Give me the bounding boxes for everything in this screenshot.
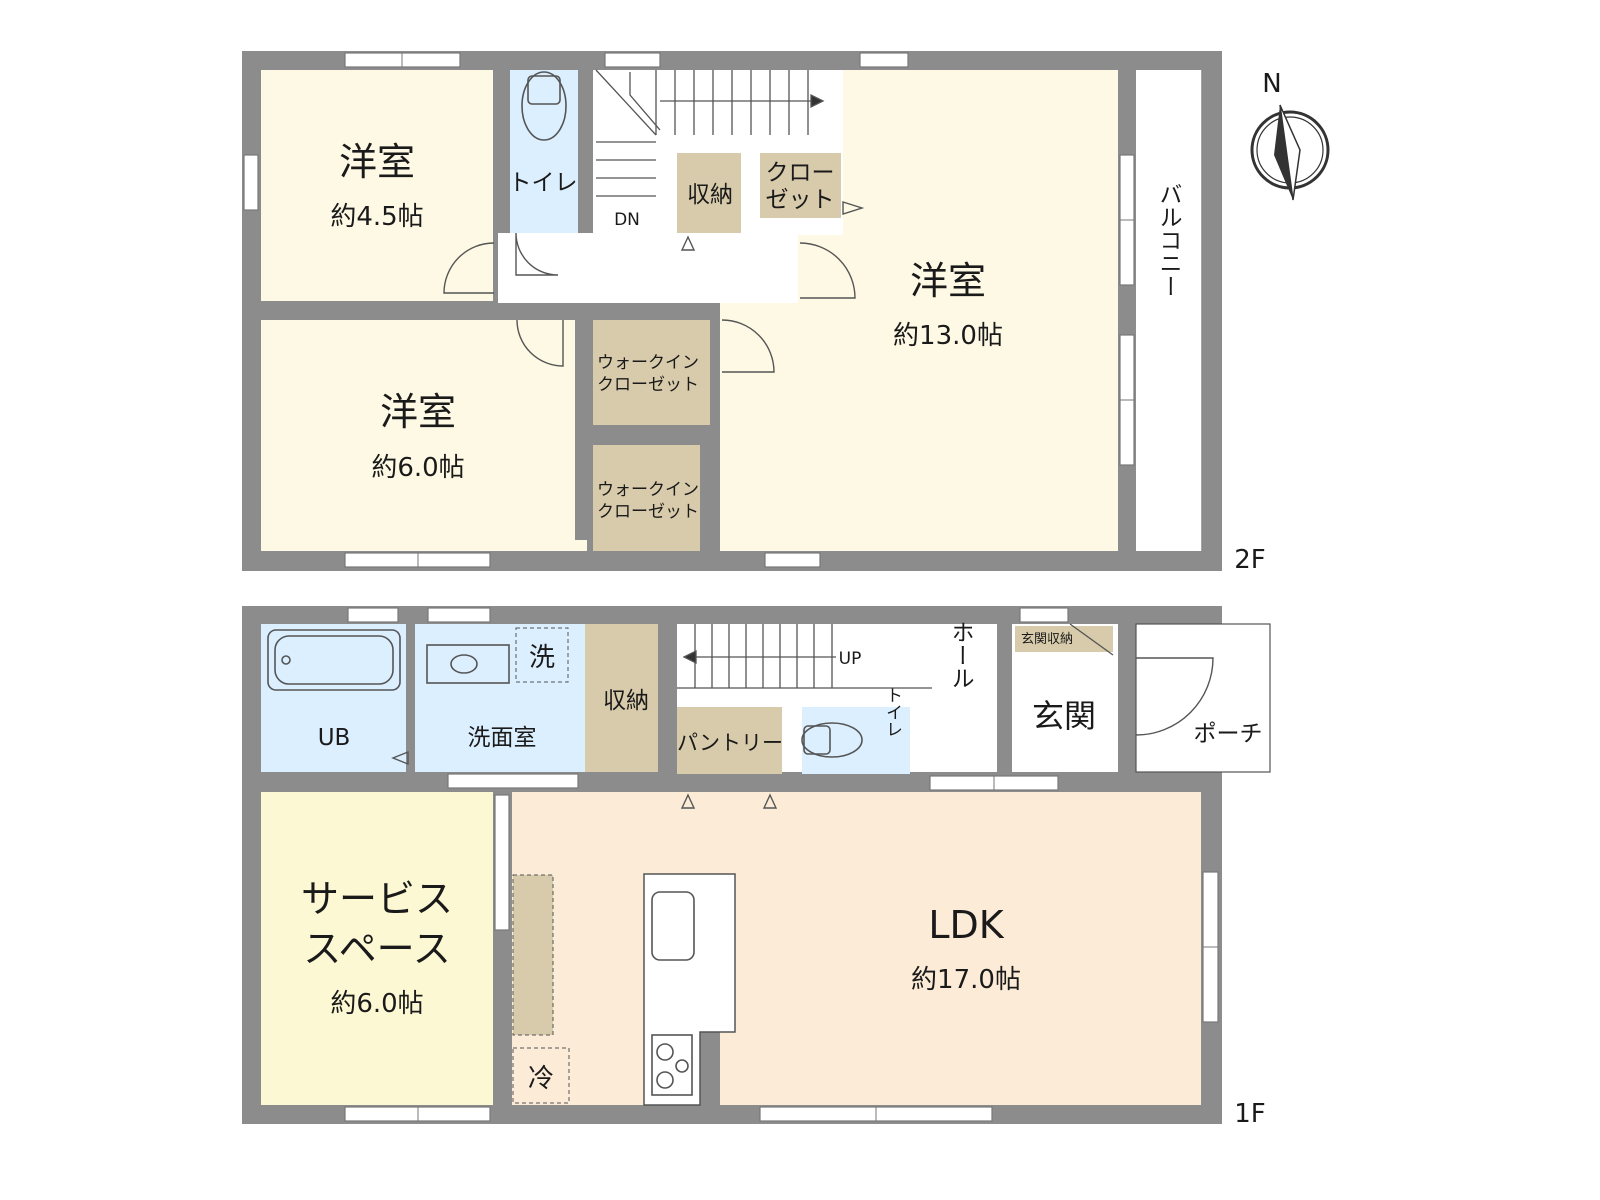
entrance-storage-floor [1015, 626, 1113, 652]
wic2-floor [593, 445, 700, 551]
compass-icon: N [1250, 69, 1330, 201]
doors-2f [443, 201, 865, 373]
wic1-label-1: ウォークイン [597, 353, 699, 373]
service-space-floor [261, 792, 493, 1105]
hallway-2f [498, 233, 798, 303]
room-sw-name: 洋室 [380, 390, 456, 434]
floor1-label: 1F [1234, 1099, 1266, 1129]
room-nw-area: 約4.5帖 [330, 202, 423, 232]
ldk-name: LDK [928, 903, 1004, 947]
wash-basin [426, 644, 510, 684]
room-nw-floor [261, 70, 493, 301]
storage-1f-label: 収納 [603, 688, 649, 714]
closet-2f-label-1: クロー [766, 160, 835, 186]
porch-floor [1135, 623, 1271, 773]
balcony-floor [1136, 70, 1202, 551]
doors-1f [391, 623, 1214, 809]
ldk-area: 約17.0帖 [911, 965, 1021, 995]
floor2-label: 2F [1234, 545, 1266, 575]
hall-label: ホール [947, 621, 973, 690]
room-main-area: 約13.0帖 [893, 321, 1003, 351]
bath-label: UB [318, 725, 351, 751]
washroom-floor [415, 624, 585, 772]
kitchen-island [643, 873, 736, 1106]
storage-1f-floor [585, 624, 658, 772]
storage-2f-label: 収納 [687, 182, 733, 208]
pantry-label: パントリー [677, 731, 783, 755]
fridge-space [512, 1047, 570, 1104]
balcony-label: バルコニー [1155, 183, 1182, 298]
storage-2f-floor [677, 153, 741, 233]
closet-2f-label-2: ゼット [766, 187, 835, 213]
toilet-1f-floor [802, 707, 910, 774]
wic2-label-2: クローゼット [597, 502, 699, 522]
ldk-floor [512, 792, 1201, 1105]
service-space-name-2: スペース [303, 927, 450, 971]
compass-north-label: N [1262, 69, 1281, 99]
pantry-floor [677, 707, 782, 774]
fridge-label: 冷 [528, 1064, 554, 1094]
bathtub [267, 629, 401, 691]
wic1-label-2: クローゼット [597, 375, 699, 395]
stairs-2f-label: DN [614, 210, 640, 230]
stove [651, 1034, 693, 1096]
toilet-2f-fixture [521, 71, 567, 141]
windows-2f [243, 52, 1135, 568]
service-space-name-1: サービス [301, 877, 453, 921]
cupboard [512, 874, 554, 1036]
washroom-label: 洗面室 [468, 725, 537, 751]
room-nw-name: 洋室 [339, 140, 415, 184]
entrance-label: 玄関 [1032, 697, 1096, 735]
kitchen-sink [651, 891, 695, 961]
wic1-floor [593, 320, 710, 425]
toilet-2f-floor [510, 70, 578, 233]
wic2-label-1: ウォークイン [597, 480, 699, 500]
service-space-area: 約6.0帖 [330, 989, 423, 1019]
stairs-1f [677, 624, 932, 689]
windows-1f [344, 607, 1219, 1122]
washer-label: 洗 [529, 643, 555, 673]
porch-label: ポーチ [1194, 721, 1263, 747]
bath-floor [261, 624, 406, 772]
closet-2f-floor [760, 153, 841, 218]
toilet-2f-label: トイレ [509, 170, 578, 196]
toilet-1f-fixture [801, 722, 863, 758]
stairs-1f-label: UP [839, 649, 862, 669]
floor-2f: 洋室 約4.5帖 洋室 約6.0帖 洋室 約13.0帖 トイレ 収納 クロー ゼ… [242, 51, 1266, 575]
room-sw-area: 約6.0帖 [371, 453, 464, 483]
washer-space [515, 627, 569, 683]
toilet-1f-label: トイレ [882, 687, 902, 738]
floor-1f: UB 洗面室 洗 収納 UP ホール 玄関 玄関収納 ポーチ パントリー トイレ… [242, 606, 1271, 1129]
stairs-2f [595, 69, 825, 197]
room-main-name: 洋室 [910, 259, 986, 303]
room-sw-floor [261, 320, 575, 551]
entrance-storage-label: 玄関収納 [1021, 632, 1073, 647]
